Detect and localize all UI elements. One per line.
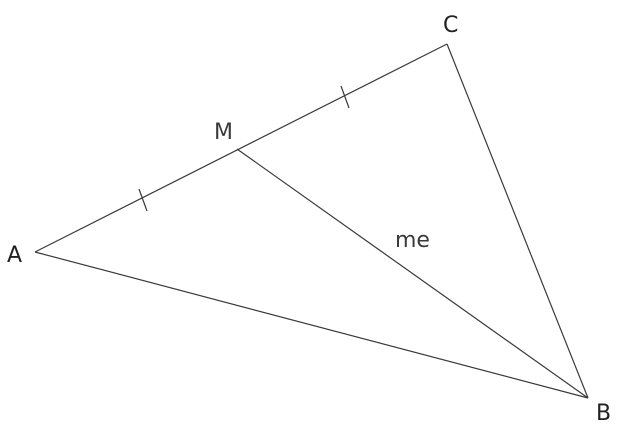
median-BM xyxy=(236,148,589,399)
vertex-label-B: B xyxy=(596,401,611,426)
side-AB xyxy=(34,251,589,399)
vertex-label-C: C xyxy=(443,13,458,38)
vertex-label-A: A xyxy=(7,243,22,268)
tick-mark-AM xyxy=(138,188,148,212)
midpoint-label-M: M xyxy=(214,120,233,145)
tick-mark-MC xyxy=(340,85,350,109)
side-CB xyxy=(446,43,589,399)
side-AC xyxy=(34,43,448,253)
median-label: me xyxy=(395,228,430,253)
